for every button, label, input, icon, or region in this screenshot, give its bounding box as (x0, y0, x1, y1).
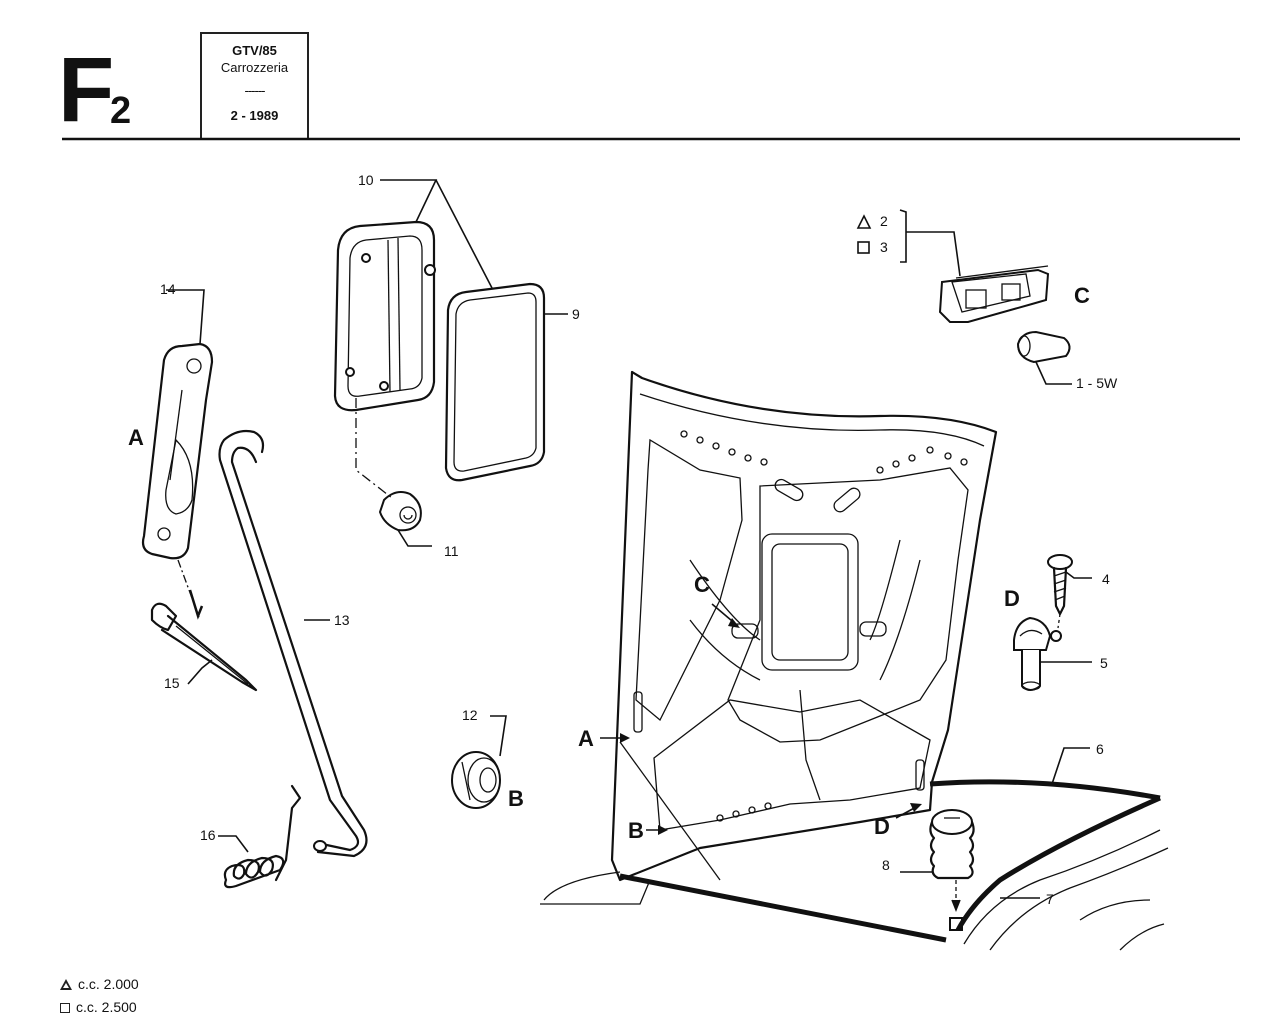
screw-part-4 (1047, 554, 1073, 616)
legend-text: c.c. 2.500 (76, 999, 137, 1015)
callout-14: 14 (160, 281, 176, 297)
lamp-frame-part-10 (333, 220, 436, 412)
support-rod-part-13 (218, 429, 368, 858)
title-separator: ------ (244, 83, 266, 98)
grommet-part-11 (378, 491, 422, 532)
callout-11: 11 (444, 543, 459, 559)
callout-5: 5 (1100, 655, 1108, 671)
group-label: Carrozzeria (220, 60, 289, 75)
detail-letter-a-part: A (128, 425, 144, 450)
callout-2: 2 (880, 213, 888, 229)
section-letter: F (58, 39, 115, 141)
model-label: GTV/85 (232, 43, 277, 58)
detail-letter-d-hood: D (874, 814, 890, 839)
section-number: 2 (110, 90, 132, 132)
date-label: 2 - 1989 (230, 108, 279, 123)
square-symbol-icon (60, 1003, 70, 1013)
legend-item-triangle: c.c. 2.000 (60, 976, 139, 992)
lens-gasket-part-9 (444, 282, 546, 482)
callout-15: 15 (164, 675, 180, 691)
rivet-pin-part-15 (150, 602, 258, 692)
legend-text: c.c. 2.000 (78, 976, 139, 992)
callout-1: 1 - 5W (1076, 375, 1118, 391)
callout-7: 7 (1046, 891, 1054, 907)
detail-letter-b-hood: B (628, 818, 644, 843)
callout-3: 3 (880, 239, 888, 255)
callout-10: 10 (358, 172, 374, 188)
bump-stop-part-5 (1013, 616, 1062, 691)
callout-12: 12 (462, 707, 478, 723)
callout-4: 4 (1102, 571, 1110, 587)
detail-letter-a-hood: A (578, 726, 594, 751)
spring-part-16 (223, 784, 302, 889)
lamp-housing-part-2-3 (938, 265, 1050, 323)
detail-letter-d-part: D (1004, 586, 1020, 611)
square-symbol-icon (857, 241, 870, 254)
bellows-part-8 (929, 809, 975, 880)
car-body-outline (540, 829, 1169, 951)
bulb-part-1 (1016, 330, 1071, 364)
callout-16: 16 (200, 827, 216, 843)
detail-letter-b-part: B (508, 786, 524, 811)
triangle-symbol-icon (856, 214, 872, 229)
triangle-symbol-icon (60, 979, 72, 990)
hinge-plate-part-14 (141, 342, 214, 560)
callout-6: 6 (1096, 741, 1104, 757)
title-box: GTV/85 Carrozzeria ------ 2 - 1989 (200, 32, 309, 138)
callout-13: 13 (334, 612, 350, 628)
legend-item-square: c.c. 2.500 (60, 999, 137, 1015)
detail-letter-c-part: C (1074, 283, 1090, 308)
grommet-part-12 (451, 751, 501, 809)
callout-9: 9 (572, 306, 580, 322)
callout-8: 8 (882, 857, 890, 873)
seal-strip-part-6 (619, 779, 1162, 943)
hood-panel (610, 370, 998, 882)
detail-letter-c-hood: C (694, 572, 710, 597)
